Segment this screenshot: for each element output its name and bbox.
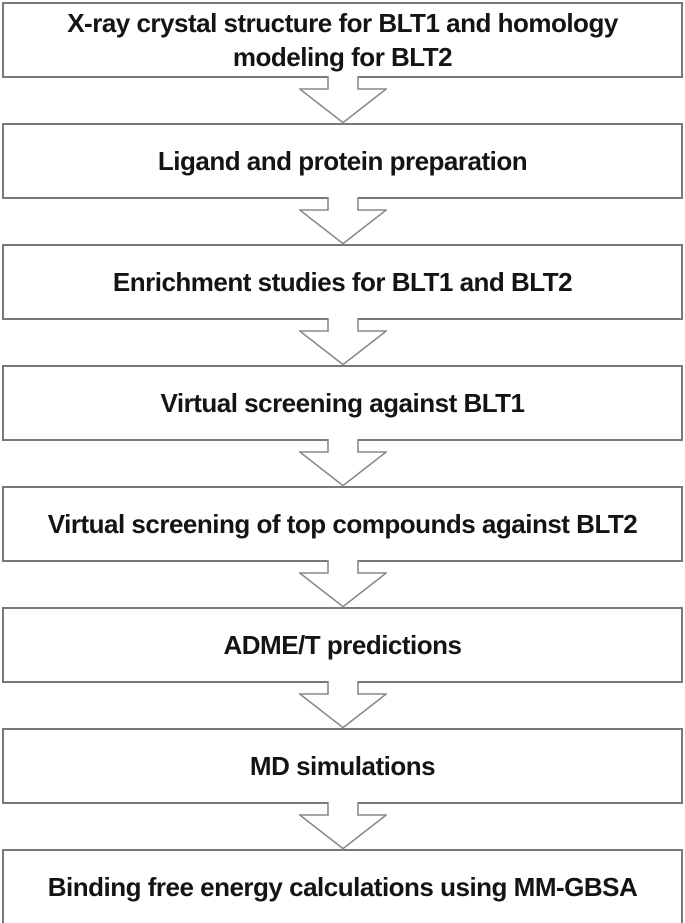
down-arrow-icon [298,560,387,608]
flow-step-label-3: Enrichment studies for BLT1 and BLT2 [112,267,573,297]
flow-step-label-8: Binding free energy calculations using M… [47,872,638,902]
flow-step-box-8: Binding free energy calculations using M… [2,849,683,923]
down-arrow-icon [298,681,387,729]
flow-step-label-6: ADME/T predictions [223,630,462,660]
flow-step-label-1: X-ray crystal structure for BLT1 and hom… [67,8,618,72]
down-arrow-icon [298,802,387,850]
flow-step-box-3: Enrichment studies for BLT1 and BLT2 [2,244,683,320]
down-arrow-icon [298,76,387,124]
flow-step-box-6: ADME/T predictions [2,607,683,683]
flow-step-box-5: Virtual screening of top compounds again… [2,486,683,562]
down-arrow-icon [298,439,387,487]
flow-step-label-7: MD simulations [249,751,436,781]
flow-step-box-2: Ligand and protein preparation [2,123,683,199]
flow-step-label-2: Ligand and protein preparation [157,146,528,176]
flow-step-box-1: X-ray crystal structure for BLT1 and hom… [2,2,683,78]
down-arrow-icon [298,197,387,245]
flow-step-box-7: MD simulations [2,728,683,804]
flow-step-label-4: Virtual screening against BLT1 [160,388,525,418]
flow-step-label-5: Virtual screening of top compounds again… [47,509,638,539]
down-arrow-icon [298,318,387,366]
flow-step-box-4: Virtual screening against BLT1 [2,365,683,441]
